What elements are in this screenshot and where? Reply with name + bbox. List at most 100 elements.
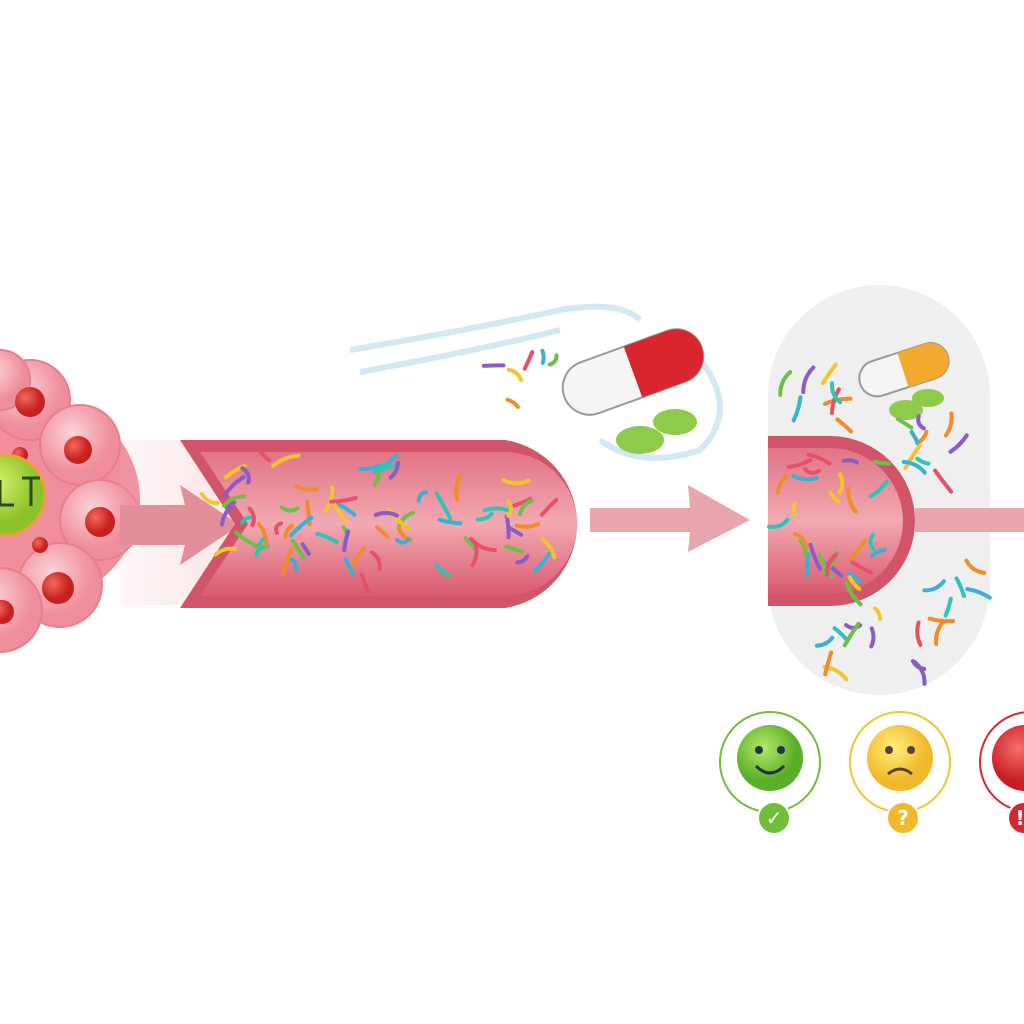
arrow-icon [915,508,1024,532]
bacterium [948,433,969,454]
bacterium [829,387,841,415]
bacterium [434,491,453,521]
bacterium [817,552,834,579]
bacterium [233,530,262,549]
svg-text:✓: ✓ [766,806,783,830]
bacterium [506,499,513,518]
bacterium [518,498,534,516]
bacterium [791,395,803,423]
bacterium [823,650,834,677]
bacterium [798,538,808,556]
bacterium [222,474,246,498]
bacterium [814,635,835,648]
bacterium [791,501,797,517]
bacterium [470,542,479,568]
bacterium [475,512,494,522]
bacterium [394,537,411,545]
bacterium [373,510,399,518]
bacterium [359,572,371,593]
bacterium [388,460,401,480]
bacterium [803,467,822,475]
bacterium [850,560,874,575]
svg-text:?: ? [897,806,909,830]
happy-face-icon [737,725,803,791]
bacterium [903,443,923,471]
bacterium [837,472,845,495]
bacterium [504,514,511,540]
intestine-icon [180,440,577,608]
bacterium [786,458,813,470]
bacterium [288,515,314,538]
bacterium [915,620,923,647]
bacterium [416,490,428,503]
bacterium [199,491,220,506]
bacterium [463,536,477,551]
bacterium [305,499,312,527]
bacterium [481,363,506,368]
bacterium [922,579,946,593]
bacterium [844,580,863,607]
bacteria-cluster [199,348,559,593]
capsule-icon [561,328,705,416]
bacterium [846,486,858,514]
bacterium [965,587,992,600]
bacterium [791,474,819,482]
bacterium [540,348,546,365]
bacterium [514,522,541,529]
bacterium [280,546,294,576]
bacterium [274,521,284,535]
bacterium [283,523,294,539]
bacterium [329,496,358,504]
bacterium [343,557,355,577]
tablet-icon [889,400,923,420]
bacterium [778,370,793,397]
bacterium [847,571,862,585]
bacterium [437,517,463,526]
outcome-bad: ! [979,711,1024,835]
bacterium [835,417,854,434]
bacterium [915,456,931,466]
sad-face-icon [867,725,933,791]
exclamation-icon [1007,801,1024,835]
bacterium [868,532,876,552]
bacterium [522,350,535,371]
bacterium [247,506,256,528]
bacterium [808,542,822,571]
bacterium [290,538,306,560]
bacterium [505,397,520,409]
wind-wisps [349,303,723,461]
bacterium [820,362,838,386]
arrow-icon [120,485,240,565]
bacterium [508,526,524,537]
bacterium [504,544,524,554]
bacteria-cluster [766,362,992,686]
bacterium [872,606,883,621]
question-icon [886,801,920,835]
bacterium [934,620,945,646]
bacterium [294,484,319,492]
bacterium [256,522,269,547]
tablet-icon [653,409,697,435]
arrow-icon [590,485,750,552]
bacterium [943,411,954,438]
bacterium [369,550,382,571]
bacterium [828,490,841,504]
bacterium [532,551,552,574]
bacterium [271,453,301,469]
bacterium [848,538,868,561]
bacterium [279,505,300,513]
bacterium [829,381,843,405]
outcome-neutral: ? [849,711,951,835]
bacterium [869,626,876,649]
bacterium [766,517,790,529]
bacterium [547,353,559,367]
bacterium [964,558,987,575]
bacterium [954,576,967,599]
bacterium [222,494,247,508]
bacterium [793,531,809,549]
bacterium [482,506,510,513]
bacterium [300,542,311,556]
bacterium [913,660,927,686]
bacterium [841,458,860,465]
